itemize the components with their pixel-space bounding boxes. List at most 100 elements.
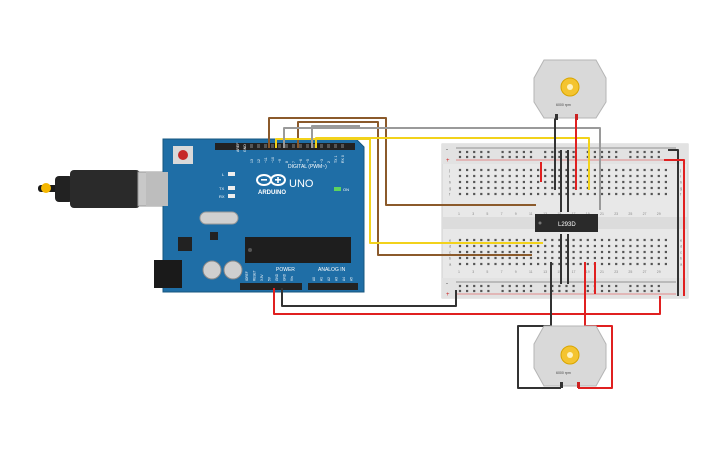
breadboard-hole[interactable] (636, 284, 639, 288)
breadboard-hole[interactable] (466, 168, 469, 172)
breadboard-hole[interactable] (501, 192, 504, 196)
breadboard-hole[interactable] (572, 289, 575, 293)
breadboard-hole[interactable] (551, 174, 554, 178)
breadboard-hole[interactable] (629, 238, 632, 242)
breadboard-hole[interactable] (551, 238, 554, 242)
breadboard-hole[interactable] (544, 168, 547, 172)
breadboard-hole[interactable] (473, 180, 476, 184)
breadboard-hole[interactable] (522, 238, 525, 242)
breadboard-hole[interactable] (643, 192, 646, 196)
breadboard-hole[interactable] (636, 256, 639, 260)
breadboard-hole[interactable] (572, 168, 575, 172)
breadboard-hole[interactable] (551, 150, 554, 154)
breadboard-hole[interactable] (501, 262, 504, 266)
breadboard-hole[interactable] (544, 192, 547, 196)
breadboard-hole[interactable] (529, 262, 533, 266)
breadboard-hole[interactable] (480, 155, 483, 159)
breadboard-hole[interactable] (480, 262, 483, 266)
breadboard-hole[interactable] (537, 244, 540, 248)
breadboard-hole[interactable] (537, 256, 540, 260)
breadboard-hole[interactable] (629, 150, 632, 154)
digital-pin[interactable] (250, 144, 253, 148)
breadboard-hole[interactable] (501, 250, 504, 254)
breadboard-hole[interactable] (544, 284, 547, 288)
breadboard-hole[interactable] (501, 289, 504, 293)
breadboard-hole[interactable] (508, 150, 511, 154)
breadboard-hole[interactable] (636, 238, 639, 242)
breadboard-hole[interactable] (593, 150, 596, 154)
breadboard-hole[interactable] (551, 262, 554, 266)
breadboard-hole[interactable] (643, 284, 646, 288)
breadboard-hole[interactable] (480, 238, 483, 242)
breadboard-hole[interactable] (558, 168, 561, 172)
breadboard-hole[interactable] (480, 289, 483, 293)
breadboard-hole[interactable] (650, 238, 653, 242)
breadboard-hole[interactable] (629, 289, 632, 293)
breadboard-hole[interactable] (494, 168, 497, 172)
breadboard-hole[interactable] (579, 186, 582, 190)
breadboard-hole[interactable] (558, 180, 561, 184)
breadboard-hole[interactable] (522, 168, 525, 172)
digital-pin[interactable] (341, 144, 344, 148)
wire-motor-bottom-pos[interactable] (578, 262, 613, 389)
breadboard-hole[interactable] (586, 244, 589, 248)
breadboard-hole[interactable] (643, 238, 646, 242)
breadboard-hole[interactable] (522, 192, 525, 196)
breadboard-hole[interactable] (664, 262, 667, 266)
breadboard-hole[interactable] (664, 250, 667, 254)
breadboard-hole[interactable] (565, 250, 568, 254)
breadboard-hole[interactable] (529, 250, 533, 254)
breadboard-hole[interactable] (615, 174, 618, 178)
breadboard-hole[interactable] (615, 150, 618, 154)
breadboard-hole[interactable] (643, 289, 646, 293)
analog-header[interactable] (308, 283, 358, 290)
breadboard-hole[interactable] (572, 284, 575, 288)
breadboard-hole[interactable] (558, 284, 561, 288)
breadboard-hole[interactable] (458, 238, 462, 242)
breadboard-hole[interactable] (480, 256, 483, 260)
breadboard-hole[interactable] (458, 250, 462, 254)
breadboard-hole[interactable] (473, 289, 476, 293)
breadboard-hole[interactable] (579, 250, 582, 254)
wire-motor-bottom-neg[interactable] (517, 262, 561, 389)
breadboard-hole[interactable] (558, 262, 561, 266)
breadboard-hole[interactable] (537, 238, 540, 242)
motor-top-terminal-neg[interactable] (555, 114, 558, 120)
breadboard-hole[interactable] (487, 168, 490, 172)
breadboard-hole[interactable] (515, 168, 518, 172)
breadboard-hole[interactable] (608, 244, 611, 248)
digital-pin[interactable] (271, 144, 274, 148)
breadboard-hole[interactable] (544, 180, 547, 184)
wire-gnd-main[interactable] (281, 288, 457, 307)
breadboard-hole[interactable] (643, 150, 646, 154)
breadboard-hole[interactable] (579, 244, 582, 248)
wire-yellow-2[interactable] (315, 137, 590, 190)
breadboard-hole[interactable] (458, 192, 462, 196)
breadboard-hole[interactable] (515, 238, 518, 242)
breadboard-hole[interactable] (629, 155, 632, 159)
breadboard-hole[interactable] (494, 250, 497, 254)
breadboard-hole[interactable] (622, 244, 625, 248)
breadboard-hole[interactable] (565, 289, 568, 293)
breadboard-hole[interactable] (515, 262, 518, 266)
breadboard-hole[interactable] (622, 250, 625, 254)
breadboard-hole[interactable] (650, 284, 653, 288)
breadboard-hole[interactable] (643, 256, 646, 260)
breadboard-hole[interactable] (480, 150, 483, 154)
breadboard-hole[interactable] (487, 284, 490, 288)
breadboard-hole[interactable] (487, 262, 490, 266)
breadboard-hole[interactable] (600, 186, 604, 190)
breadboard-hole[interactable] (501, 284, 504, 288)
breadboard-hole[interactable] (636, 186, 639, 190)
breadboard-hole[interactable] (487, 192, 490, 196)
breadboard-hole[interactable] (643, 262, 646, 266)
breadboard-hole[interactable] (615, 180, 618, 184)
breadboard-hole[interactable] (629, 256, 632, 260)
breadboard-hole[interactable] (629, 262, 632, 266)
breadboard-hole[interactable] (622, 180, 625, 184)
breadboard-hole[interactable] (480, 244, 483, 248)
breadboard-hole[interactable] (466, 289, 469, 293)
digital-pin[interactable] (299, 144, 302, 148)
breadboard-hole[interactable] (664, 174, 667, 178)
breadboard-hole[interactable] (565, 256, 568, 260)
